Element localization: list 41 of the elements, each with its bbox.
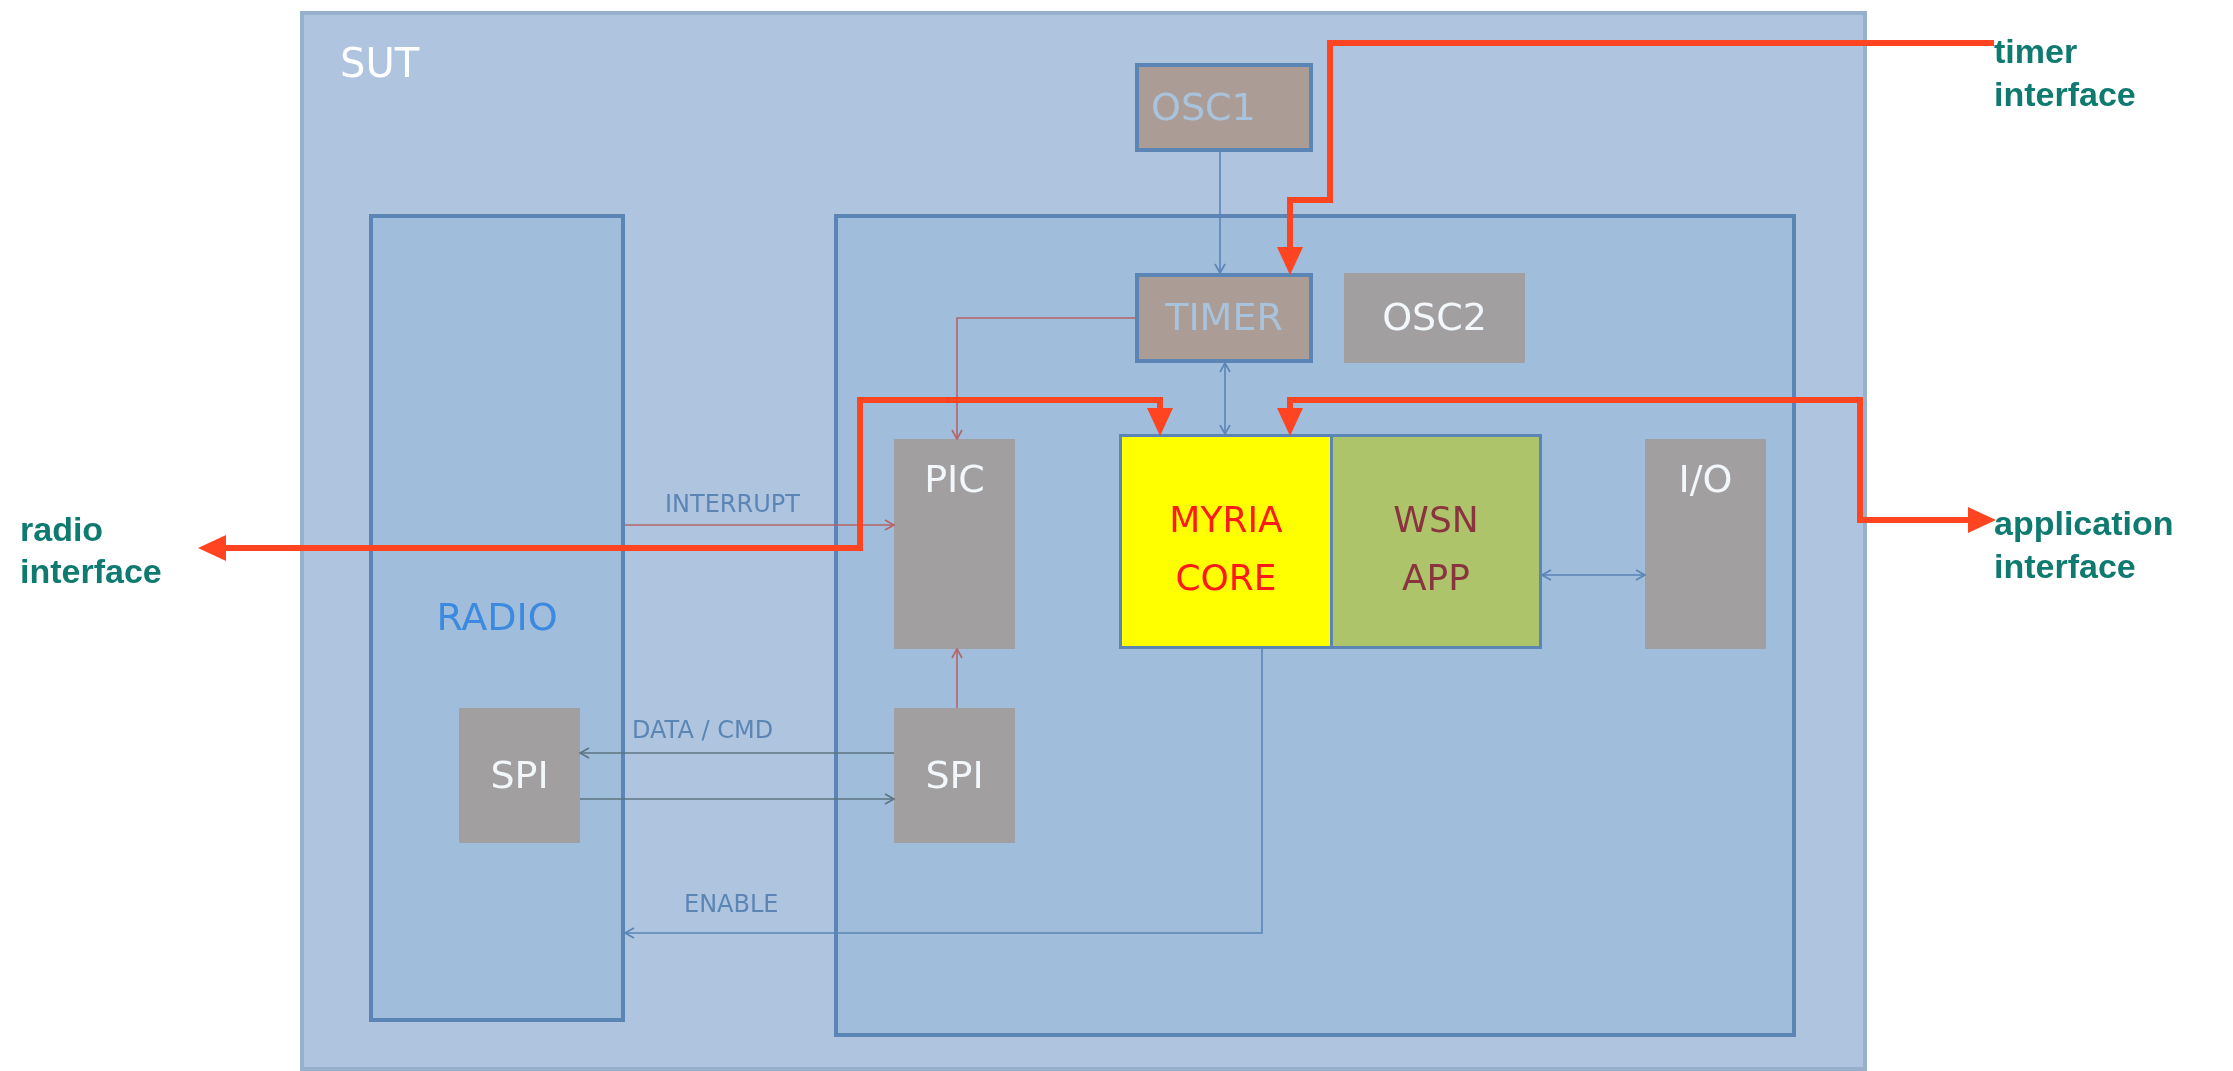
annotation-label: radio interface: [20, 500, 200, 600]
signal-arrow: [624, 519, 895, 531]
signal-arrow: [624, 648, 1263, 939]
signal-arrow: [579, 793, 895, 805]
signal-arrow: [1214, 151, 1226, 274]
controller-box: [834, 214, 1796, 1037]
node-label: RADIO: [436, 595, 558, 641]
node-label: SUT: [340, 39, 420, 87]
node-label: SPI: [925, 752, 984, 799]
node-label: WSN APP: [1393, 497, 1479, 600]
edge-label: DATA / CMD: [632, 716, 774, 744]
radio-box: [369, 214, 625, 1022]
edge-label: INTERRUPT: [665, 490, 800, 518]
annotation-label: application interface: [1994, 492, 2229, 597]
signal-arrow: [579, 747, 895, 759]
interrupt-controller-box: [894, 439, 1015, 649]
annotation-label: timer interface: [1994, 25, 2224, 120]
system-box: [300, 11, 1867, 1071]
node-label: PIC: [924, 457, 985, 503]
node-label: I/O: [1678, 457, 1733, 503]
spi-box: [459, 708, 580, 843]
core-box: [1119, 434, 1333, 649]
edge-label: ENABLE: [684, 890, 779, 918]
signal-arrow: [1541, 569, 1646, 581]
interface-arrow: [198, 397, 1173, 561]
node-label: SPI: [490, 752, 549, 799]
interface-arrow: [1277, 40, 1994, 275]
timer-box: [1135, 273, 1313, 363]
node-label: TIMER: [1165, 295, 1283, 341]
spi-box: [894, 708, 1015, 843]
signal-arrow: [951, 648, 963, 709]
signal-arrow: [951, 317, 1136, 440]
signal-arrow: [1219, 362, 1231, 435]
io-box: [1645, 439, 1766, 649]
oscillator-box: [1135, 63, 1313, 152]
oscillator-box: [1344, 273, 1525, 363]
node-label: OSC2: [1382, 295, 1487, 341]
application-box: [1330, 434, 1542, 649]
interface-arrow: [1277, 397, 1996, 533]
node-label: OSC1: [1151, 84, 1256, 131]
node-label: MYRIA CORE: [1169, 497, 1283, 600]
